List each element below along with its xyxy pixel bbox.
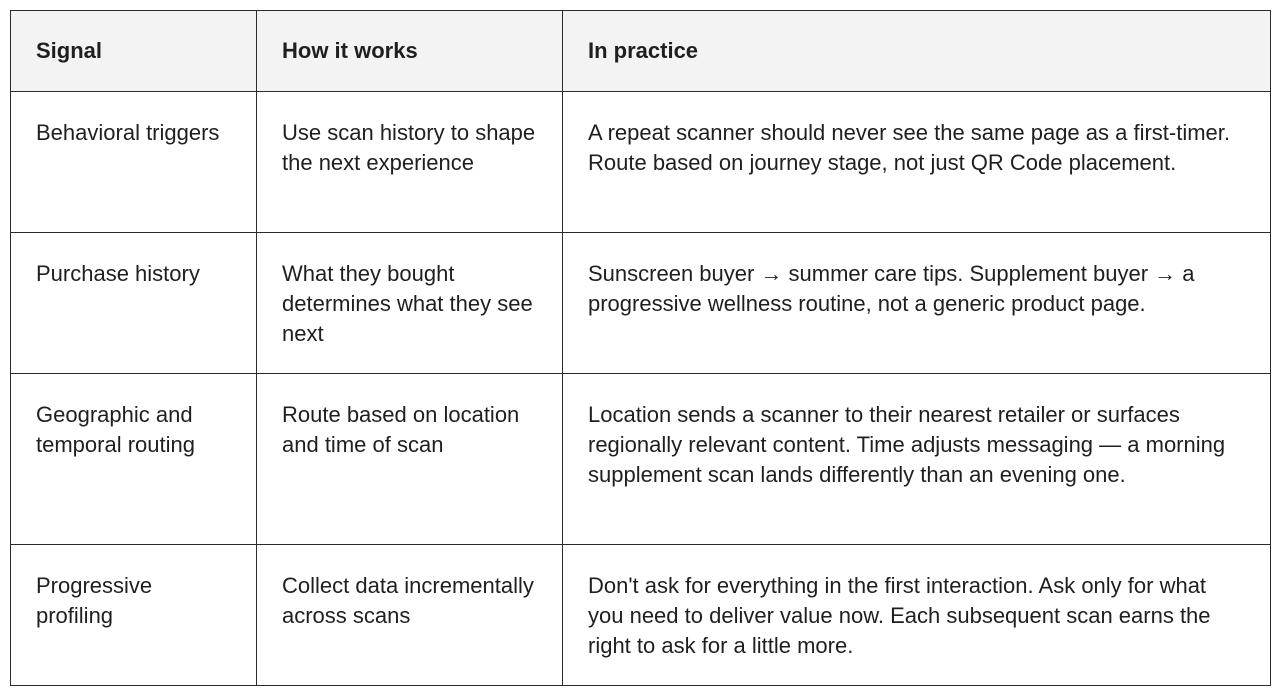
cell-in-practice: Location sends a scanner to their neares…: [562, 373, 1271, 545]
table-row: Behavioral triggers Use scan history to …: [10, 91, 1271, 233]
cell-signal: Geographic and temporal routing: [10, 373, 257, 545]
cell-in-practice: A repeat scanner should never see the sa…: [562, 91, 1271, 233]
header-how-it-works: How it works: [256, 10, 563, 92]
cell-signal: Behavioral triggers: [10, 91, 257, 233]
table-body: Behavioral triggers Use scan history to …: [10, 91, 1271, 686]
cell-how-it-works: Use scan history to shape the next exper…: [256, 91, 563, 233]
cell-how-it-works: Collect data incrementally across scans: [256, 544, 563, 686]
cell-signal: Progressive profiling: [10, 544, 257, 686]
table-row: Progressive profiling Collect data incre…: [10, 544, 1271, 686]
header-in-practice: In practice: [562, 10, 1271, 92]
table-row: Geographic and temporal routing Route ba…: [10, 373, 1271, 545]
cell-in-practice: Sunscreen buyer → summer care tips. Supp…: [562, 232, 1271, 374]
header-signal: Signal: [10, 10, 257, 92]
signals-table: Signal How it works In practice Behavior…: [10, 10, 1271, 686]
table-header: Signal How it works In practice: [10, 10, 1271, 92]
cell-how-it-works: Route based on location and time of scan: [256, 373, 563, 545]
cell-signal: Purchase history: [10, 232, 257, 374]
cell-in-practice: Don't ask for everything in the first in…: [562, 544, 1271, 686]
header-row: Signal How it works In practice: [10, 10, 1271, 92]
table-row: Purchase history What they bought determ…: [10, 232, 1271, 374]
cell-how-it-works: What they bought determines what they se…: [256, 232, 563, 374]
